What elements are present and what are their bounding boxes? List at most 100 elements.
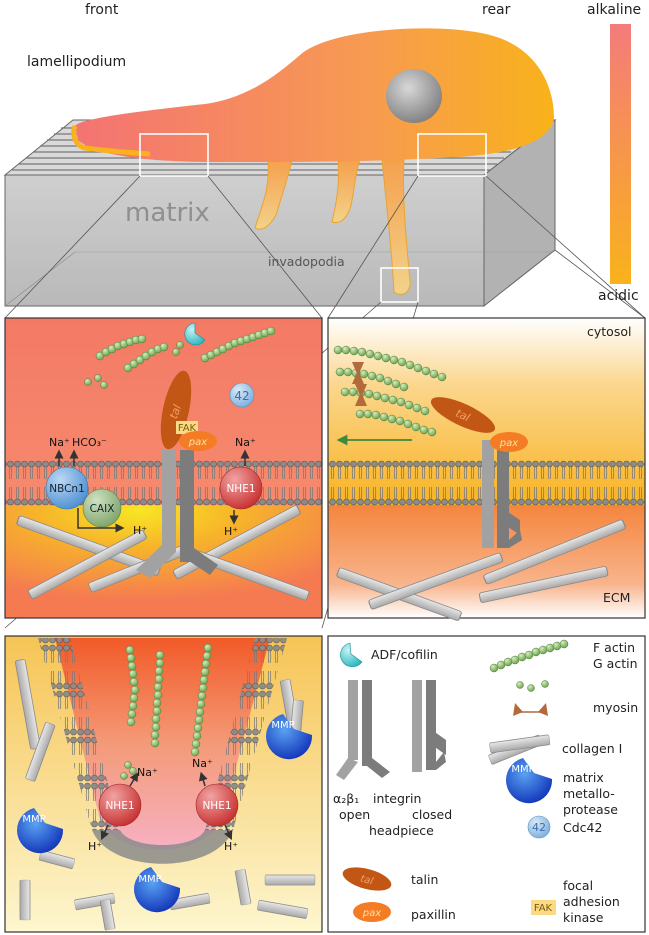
legend-myosin-label: myosin: [593, 700, 639, 715]
legend-open-label: open: [339, 807, 371, 822]
h-label-invado-2: H⁺: [224, 840, 238, 853]
paxillin-right-label: pax: [499, 438, 518, 449]
fak-left: [176, 421, 198, 434]
legend-mmp-label-3: protease: [563, 802, 618, 817]
talin-right: [430, 397, 496, 433]
legend-collagen-label: collagen I: [562, 741, 623, 756]
mmp-invado-3: MMP: [266, 714, 313, 760]
cell-lamellipodium-edge: [71, 125, 151, 157]
na-label-invado-2: Na⁺: [192, 757, 213, 770]
mmp-invado-1: MMP: [17, 808, 64, 854]
legend-fak-label-1: focal: [563, 878, 594, 893]
legend-paxillin-icon: [353, 902, 391, 922]
nhe1-invado-left: [98, 783, 142, 827]
hco3-label: HCO₃⁻: [72, 436, 107, 449]
h-label-left-2: H⁺: [224, 525, 238, 538]
mmp-invado-2-label: MMP: [138, 874, 161, 885]
zoom-box-front: [139, 133, 209, 177]
nucleus: [386, 69, 442, 123]
label-rear: rear: [482, 2, 511, 18]
legend-fak-label-3: kinase: [563, 910, 604, 925]
legend-fak-icon-label: FAK: [534, 903, 553, 914]
legend-integrin-a-label: α₂β₁: [333, 791, 360, 806]
legend-integrin-open-icon: [336, 680, 390, 780]
paxillin-left-label: pax: [188, 437, 207, 448]
integrin-closed-right: [482, 440, 522, 548]
legend-integrin-b-label: integrin: [373, 791, 422, 806]
ph-scale-bar: [610, 24, 631, 284]
legend-adf-icon: [340, 642, 363, 668]
legend-myosin-icon: [513, 703, 548, 716]
legend-mmp-label-2: metallo-: [563, 786, 615, 801]
legend-fak-icon: [531, 900, 556, 915]
legend-integrin-closed-icon: [412, 680, 446, 772]
invadopodium-2: [331, 159, 361, 224]
legend-mmp-icon-label: MMP: [511, 764, 534, 775]
label-invadopodia: invadopodia: [268, 254, 345, 269]
label-lamellipodium: lamellipodium: [27, 54, 127, 70]
matrix-box-front: [4, 174, 485, 307]
legend-cdc42-icon: [527, 815, 551, 839]
legend-talin-icon: [342, 867, 392, 891]
legend-paxillin-icon-label: pax: [362, 908, 381, 919]
zoom-box-rear: [417, 133, 487, 177]
paxillin-left: [179, 431, 217, 451]
invadopodium-3: [381, 159, 411, 295]
integrin-open-left: [136, 450, 218, 578]
cell-body: [75, 28, 555, 162]
legend-closed-label: closed: [412, 807, 453, 822]
ion-arrows-invado: [100, 771, 233, 841]
caix-enzyme: [82, 488, 122, 528]
nbcn1-label: NBCn1: [49, 483, 85, 495]
legend-mmp-icon: MMP: [506, 758, 553, 804]
legend-actin-icon: [489, 639, 569, 692]
talin-left-label: tal: [167, 403, 184, 421]
na-label-left-1: Na⁺: [49, 436, 70, 449]
panel-invadopodium: NHE1 NHE1 Na⁺ Na⁺ H⁺ H⁺ MMP MMP MMP: [4, 635, 323, 933]
overview-scene: [3, 24, 646, 629]
legend-cdc42-label: Cdc42: [563, 820, 603, 835]
nhe1-left: [219, 466, 263, 510]
nbcn1-transporter: [45, 466, 89, 510]
na-label-invado-1: Na⁺: [137, 766, 158, 779]
mmp-invado-1-label: MMP: [22, 814, 45, 825]
panel-lamellipodium: 42 tal FAK pax NBCn1 CAIX NHE1: [4, 317, 323, 619]
label-ph-acidic: acidic: [598, 288, 639, 304]
label-matrix: matrix: [125, 198, 210, 228]
myosin-right: [352, 362, 367, 406]
label-front: front: [85, 2, 119, 18]
legend-cdc42-icon-label: 42: [532, 821, 546, 834]
legend-talin-label: talin: [411, 872, 439, 887]
panel-rear: tal pax: [327, 317, 646, 622]
actin-filaments-left: [84, 326, 276, 389]
talin-right-label: tal: [454, 407, 472, 425]
actin-filaments-invado: [120, 643, 213, 780]
nhe1-left-label: NHE1: [226, 483, 255, 495]
h-label-invado-1: H⁺: [88, 840, 102, 853]
actin-filaments-right: [333, 345, 447, 437]
legend-factin-label: F actin: [593, 640, 635, 655]
label-ph-alkaline: alkaline: [587, 2, 642, 18]
legend-gactin-label: G actin: [593, 656, 638, 671]
zoom-box-invadopodium: [380, 267, 419, 303]
caix-label: CAIX: [90, 503, 115, 515]
nhe1-invado-right-label: NHE1: [202, 800, 231, 812]
mmp-invado-2: MMP: [134, 867, 181, 913]
legend-talin-icon-label: tal: [359, 873, 374, 887]
label-ecm: ECM: [603, 590, 631, 605]
paxillin-right: [490, 432, 528, 452]
legend-headpiece-label: headpiece: [369, 823, 434, 838]
adf-cofilin-left: [184, 322, 206, 346]
cdc42-left: [229, 382, 255, 408]
ion-arrows-left: [54, 449, 250, 533]
label-cytosol: cytosol: [587, 324, 632, 339]
legend-paxillin-label: paxillin: [411, 907, 456, 922]
legend-fak-label-2: adhesion: [563, 894, 620, 909]
legend-adf-label: ADF/cofilin: [371, 647, 438, 662]
legend-panel: MMP 42 tal pax FAK: [327, 635, 646, 933]
invadopodium-membrane: [38, 638, 287, 864]
mmp-invado-3-label: MMP: [271, 720, 294, 731]
cdc42-left-label: 42: [234, 389, 249, 403]
nhe1-invado-right: [195, 783, 239, 827]
